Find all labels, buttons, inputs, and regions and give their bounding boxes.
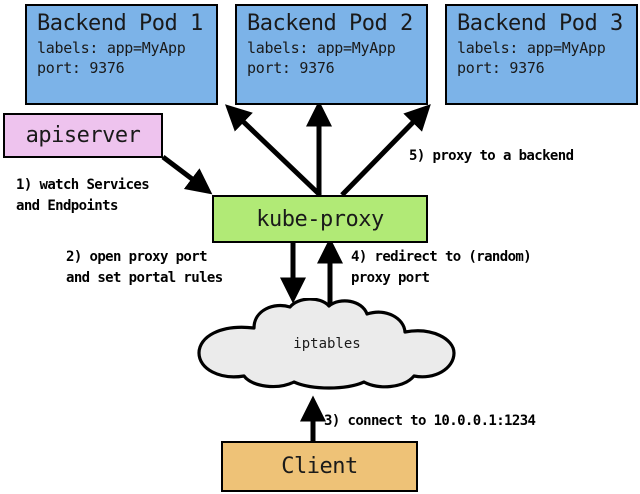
pod-2-labels: labels: app=MyApp bbox=[247, 38, 396, 57]
step-3-line-1: 3) connect to 10.0.0.1:1234 bbox=[324, 413, 536, 429]
node-kube-proxy[interactable]: kube-proxy bbox=[212, 195, 428, 243]
step-1-line-1: 1) watch Services bbox=[16, 177, 150, 193]
pod-1-title: Backend Pod 1 bbox=[37, 11, 203, 36]
apiserver-label: apiserver bbox=[25, 123, 141, 148]
step-1-line-2: and Endpoints bbox=[16, 198, 118, 214]
edge-apiserver-to-kubeproxy bbox=[161, 155, 213, 195]
step-4-line-1: 4) redirect to (random) bbox=[351, 249, 532, 265]
step-4-label: 4) redirect to (random) proxy port bbox=[351, 247, 532, 289]
client-label: Client bbox=[281, 454, 358, 479]
step-2-line-2: and set portal rules bbox=[66, 270, 223, 286]
edge-kubeproxy-to-pod1 bbox=[225, 104, 322, 197]
step-1-label: 1) watch Services and Endpoints bbox=[16, 175, 150, 217]
node-client[interactable]: Client bbox=[221, 441, 418, 492]
kube-proxy-label: kube-proxy bbox=[256, 206, 384, 232]
node-backend-pod-3[interactable]: Backend Pod 3 labels: app=MyApp port: 93… bbox=[445, 4, 638, 105]
step-2-line-1: 2) open proxy port bbox=[66, 249, 208, 265]
pod-1-labels: labels: app=MyApp bbox=[37, 38, 186, 57]
step-3-label: 3) connect to 10.0.0.1:1234 bbox=[324, 411, 536, 432]
step-2-label: 2) open proxy port and set portal rules bbox=[66, 247, 223, 289]
pod-3-port: port: 9376 bbox=[457, 58, 545, 77]
node-apiserver[interactable]: apiserver bbox=[3, 113, 163, 158]
node-backend-pod-2[interactable]: Backend Pod 2 labels: app=MyApp port: 93… bbox=[235, 4, 428, 105]
pod-3-title: Backend Pod 3 bbox=[457, 11, 623, 36]
step-4-line-2: proxy port bbox=[351, 270, 430, 286]
pod-2-port: port: 9376 bbox=[247, 58, 335, 77]
node-backend-pod-1[interactable]: Backend Pod 1 labels: app=MyApp port: 93… bbox=[25, 4, 218, 105]
step-5-label: 5) proxy to a backend bbox=[409, 146, 574, 167]
pod-2-title: Backend Pod 2 bbox=[247, 11, 413, 36]
iptables-label: iptables bbox=[293, 336, 361, 352]
pod-1-port: port: 9376 bbox=[37, 58, 125, 77]
pod-3-labels: labels: app=MyApp bbox=[457, 38, 606, 57]
step-5-line-1: 5) proxy to a backend bbox=[409, 148, 574, 164]
